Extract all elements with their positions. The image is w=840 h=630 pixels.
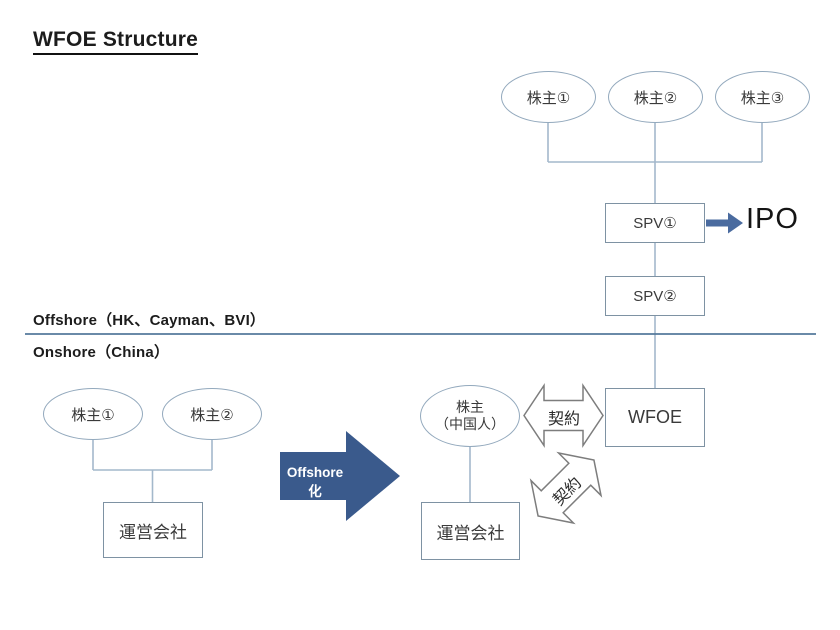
onshore-before-operating-company-box: 運営会社 <box>103 502 203 558</box>
contract-label-diagonal: 契約 <box>550 474 586 510</box>
shareholder-line2: （中国人） <box>435 416 505 432</box>
offshore-transition-arrow-label: Offshore化 <box>286 465 344 499</box>
onshore-before-shareholder-2-ellipse: 株主② <box>162 388 262 440</box>
onshore-after-operating-company-box: 運営会社 <box>421 502 520 560</box>
offshore-shareholder-2-ellipse: 株主② <box>608 71 703 123</box>
spv2-box: SPV② <box>605 276 705 316</box>
offshore-region-label: Offshore（HK、Cayman、BVI） <box>33 312 266 329</box>
spv1-box: SPV① <box>605 203 705 243</box>
onshore-before-connectors <box>92 440 213 502</box>
wfoe-box: WFOE <box>605 388 705 447</box>
page-title: WFOE Structure <box>33 28 198 55</box>
ipo-arrow-icon <box>706 212 743 234</box>
shareholder-ellipse-text: 株主 （中国人） <box>435 399 505 433</box>
onshore-after-shareholder-ellipse: 株主 （中国人） <box>420 385 520 447</box>
contract-label-horizontal: 契約 <box>547 411 580 428</box>
offshore-shareholder-1-ellipse: 株主① <box>501 71 596 123</box>
ipo-label: IPO <box>746 203 799 235</box>
offshore-shareholder-3-ellipse: 株主③ <box>715 71 810 123</box>
onshore-before-shareholder-1-ellipse: 株主① <box>43 388 143 440</box>
onshore-region-label: Onshore（China） <box>33 344 170 361</box>
shareholder-line1: 株主 <box>456 399 484 416</box>
offshore-shareholder-connectors <box>547 123 763 388</box>
